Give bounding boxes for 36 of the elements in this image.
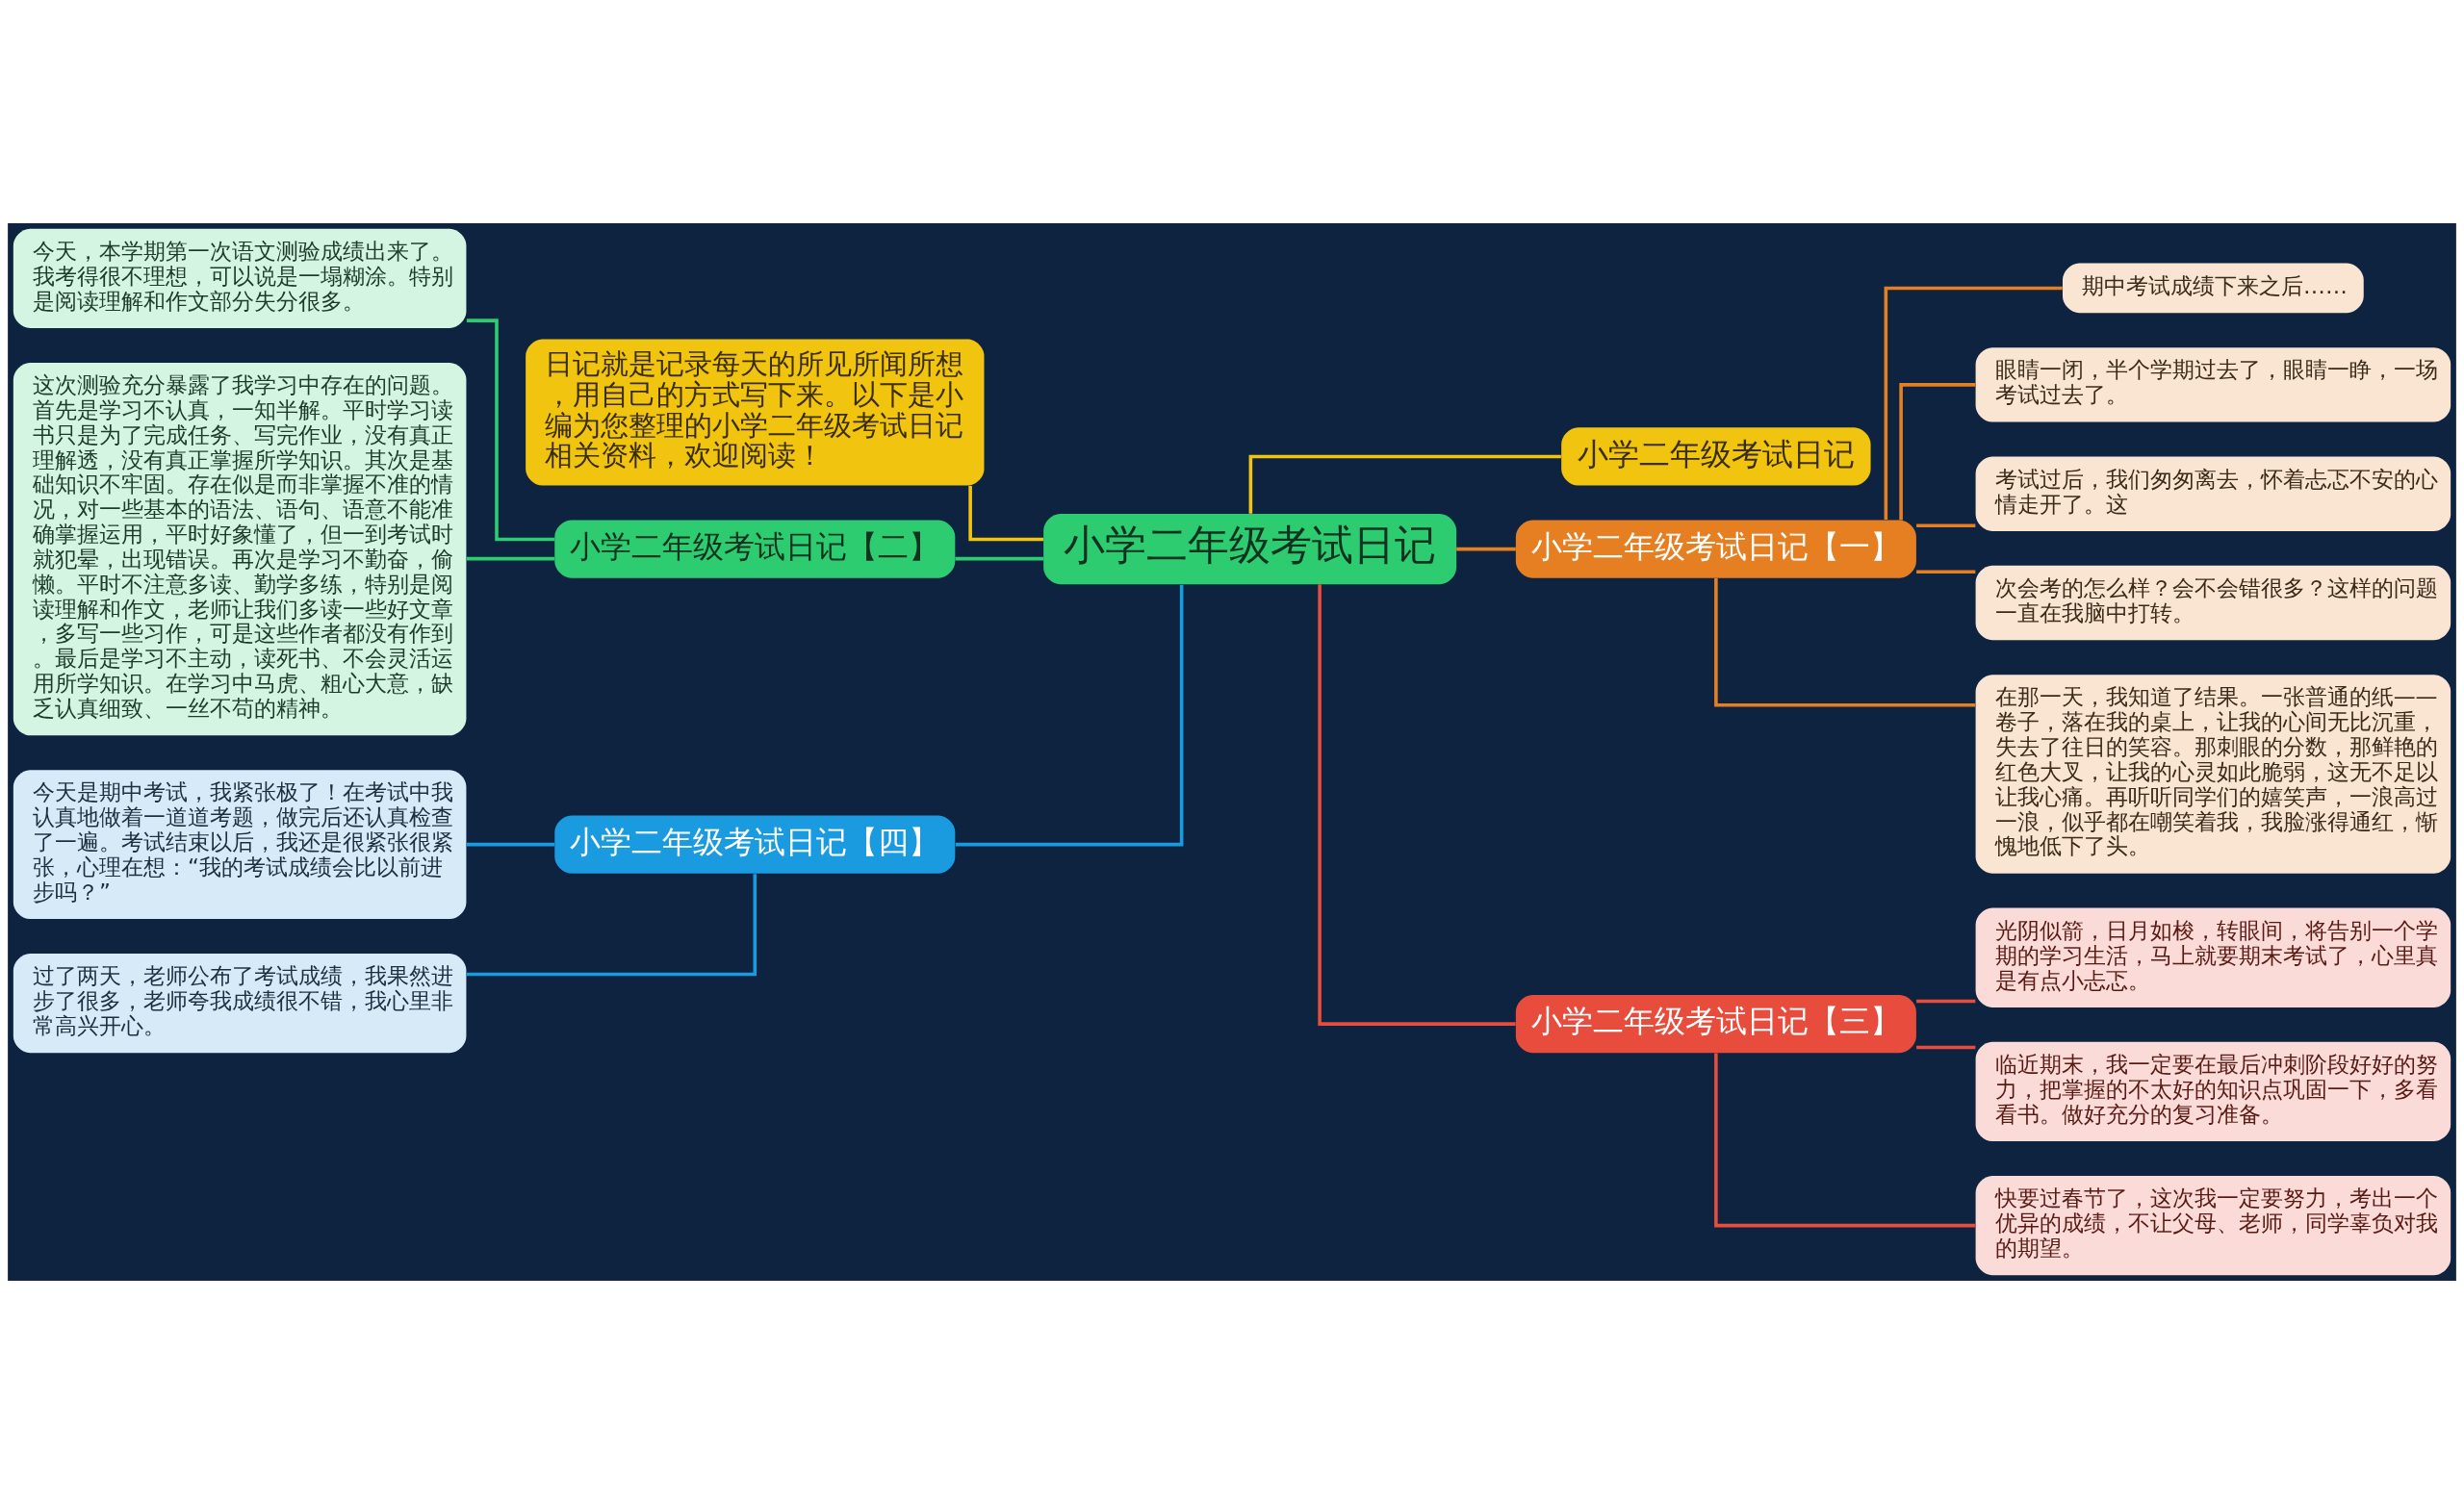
node-box: 临近期末，我一定要在最后冲刺阶段好好的努力，把掌握的不太好的知识点巩固一下，多看看书。做好充分的复习准备。 [1975, 1041, 2451, 1142]
node-box: 日记就是记录每天的所见所闻所想，用自己的方式写下来。以下是小编为您整理的小学二年级考试日记相关资料，欢迎阅读！ [526, 339, 985, 486]
connector [955, 556, 1044, 561]
connector [1456, 547, 1516, 551]
node-box: 小学二年级考试日记 [1043, 514, 1457, 585]
node-box: 今天是期中考试，我紧张极了！在考试中我认真地做着一道道考题，做完后还认真检查了一遍。考试结束以后，我还是很紧张很紧张，心理在想：“我的考试成绩会比以前进步吗？” [13, 770, 467, 920]
connector [1916, 570, 1976, 574]
connector [1916, 999, 1976, 1004]
connector [1884, 286, 2063, 520]
node-box: 次会考的怎么样？会不会错很多？这样的问题一直在我脑中打转。 [1975, 565, 2451, 641]
node-box: 光阴似箭，日月如梭，转眼间，将告别一个学期的学习生活，马上就要期末考试了，心里真是有点小忐忑。 [1975, 907, 2451, 1007]
node-box: 小学二年级考试日记 [1561, 427, 1871, 486]
connector [956, 584, 1184, 847]
node-box: 过了两天，老师公布了考试成绩，我果然进步了很多，老师夸我成绩很不错，我心里非常高兴开心。 [13, 953, 467, 1054]
connector [466, 874, 757, 977]
node-box: 小学二年级考试日记【四】 [554, 815, 956, 874]
node-box: 在那一天，我知道了结果。一张普通的纸——卷子，落在我的桌上，让我的心间无比沉重，失去了往日的笑容。那刺眼的分数，那鲜艳的红色大叉，让我的心灵如此脆弱，这无不足以让我心痛。再听听同学们的嬉笑声，一浪高过一浪，似乎都在嘲笑着我，我脸涨得通红，惭愧地低下了头。 [1975, 675, 2451, 874]
connector [1916, 1045, 1976, 1050]
connector [1916, 523, 1976, 527]
node-box: 今天，本学期第一次语文测验成绩出来了。我考得很不理想，可以说是一塌糊涂。特别是阅读理解和作文部分失分很多。 [13, 228, 467, 329]
node-box: 小学二年级考试日记【一】 [1515, 520, 1916, 578]
node-box: 眼睛一闭，半个学期过去了，眼睛一睁，一场考试过去了。 [1975, 347, 2451, 422]
connector [466, 842, 554, 847]
node-box: 小学二年级考试日记【三】 [1515, 995, 1916, 1054]
node-box: 这次测验充分暴露了我学习中存在的问题。首先是学习不认真，一知半解。平时学习读书只是为了完成任务、写完作业，没有真正理解透，没有真正掌握所学知识。其次是基础知识不牢固。存在似是而非掌握不准的情况，对一些基本的语法、语句、语意不能准确掌握运用，平时好象懂了，但一到考试时就犯晕，出现错误。再次是学习不勤奋，偷懒。平时不注意多读、勤学多练，特别是阅读理解和作文，老师让我们多读一些好文章，多写一些习作，可是这些作者都没有作到。最后是学习不主动，读死书、不会灵活运用所学知识。在学习中马虎、粗心大意，缺乏认真细致、一丝不苟的精神。 [13, 362, 467, 736]
connector [1248, 454, 1561, 514]
connector [1714, 1053, 1976, 1228]
node-box: 期中考试成绩下来之后…… [2063, 263, 2364, 314]
node-box: 小学二年级考试日记【二】 [554, 520, 956, 578]
node-box: 快要过春节了，这次我一定要努力，考出一个优异的成绩，不让父母、老师，同学辜负对我的期望。 [1975, 1175, 2451, 1276]
connector [968, 485, 1044, 542]
connector [1318, 584, 1516, 1026]
node-box: 考试过后，我们匆匆离去，怀着忐忑不安的心情走开了。这 [1975, 456, 2451, 531]
connector [1714, 578, 1976, 707]
connector [466, 556, 554, 561]
connector [1899, 383, 1976, 521]
